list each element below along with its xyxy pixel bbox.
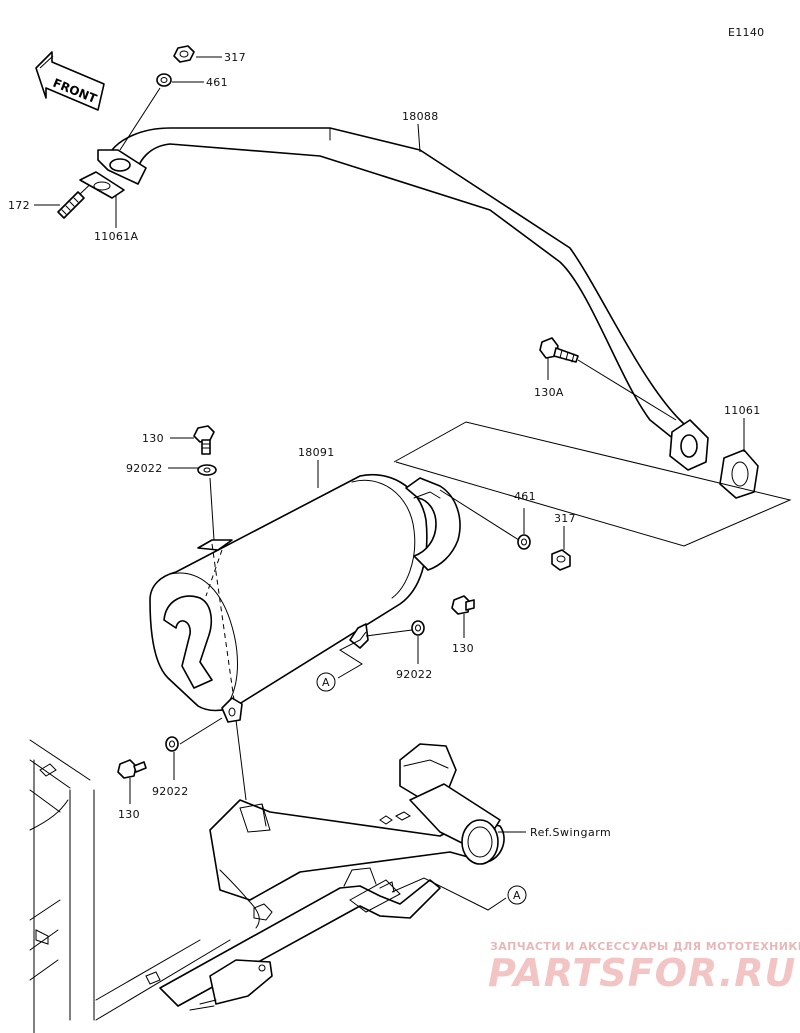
watermark-line1: ЗАПЧАСТИ И АКСЕССУАРЫ ДЛЯ МОТОТЕХНИКИ bbox=[490, 940, 800, 953]
ref-swingarm-label: Ref.Swingarm bbox=[530, 826, 611, 839]
gasket-icon bbox=[719, 449, 759, 499]
front-arrow-icon: FRONT bbox=[35, 51, 105, 111]
frame bbox=[29, 739, 505, 1033]
nut-top-label: 317 bbox=[224, 51, 246, 64]
ref-a-upper: A bbox=[316, 672, 336, 692]
ref-a-upper-label: A bbox=[322, 676, 330, 689]
washer-icon bbox=[411, 620, 425, 636]
exhaust-pipe bbox=[97, 127, 709, 471]
washer-icon bbox=[165, 736, 179, 752]
bolt-icon bbox=[193, 425, 215, 455]
diagram-code: E1140 bbox=[728, 26, 764, 39]
gasket-rear-label: 11061 bbox=[724, 404, 761, 417]
gasket-icon bbox=[79, 171, 125, 199]
bolt-icon bbox=[539, 337, 579, 363]
watermark: ЗАПЧАСТИ И АКСЕССУАРЫ ДЛЯ МОТОТЕХНИКИ PA… bbox=[488, 940, 800, 995]
washer-icon bbox=[197, 464, 217, 476]
bolt-top-label: 130 bbox=[142, 432, 164, 445]
muffler-label: 18091 bbox=[298, 446, 335, 459]
nut-icon bbox=[173, 45, 195, 63]
bolt-right-label: 130 bbox=[452, 642, 474, 655]
nut-mid-label: 317 bbox=[554, 512, 576, 525]
washer-icon bbox=[156, 73, 172, 87]
bolt-130a-label: 130A bbox=[534, 386, 564, 399]
stud-icon bbox=[57, 191, 85, 219]
ref-a-lower-label: A bbox=[513, 889, 521, 902]
washer-top-muffler-label: 92022 bbox=[126, 462, 163, 475]
bolt-icon bbox=[451, 595, 475, 615]
stud-label: 172 bbox=[8, 199, 30, 212]
watermark-line2: PARTSFOR.RU bbox=[488, 951, 796, 995]
bolt-icon bbox=[117, 759, 147, 779]
washer-left-label: 92022 bbox=[152, 785, 189, 798]
washer-right-label: 92022 bbox=[396, 668, 433, 681]
bolt-left-label: 130 bbox=[118, 808, 140, 821]
washer-top-label: 461 bbox=[206, 76, 228, 89]
washer-mid-label: 461 bbox=[514, 490, 536, 503]
washer-icon bbox=[517, 534, 531, 550]
exhaust-pipe-label: 18088 bbox=[402, 110, 439, 123]
gasket-front-label: 11061A bbox=[94, 230, 138, 243]
muffler bbox=[149, 474, 461, 723]
ref-a-lower: A bbox=[507, 885, 527, 905]
nut-icon bbox=[551, 549, 571, 571]
